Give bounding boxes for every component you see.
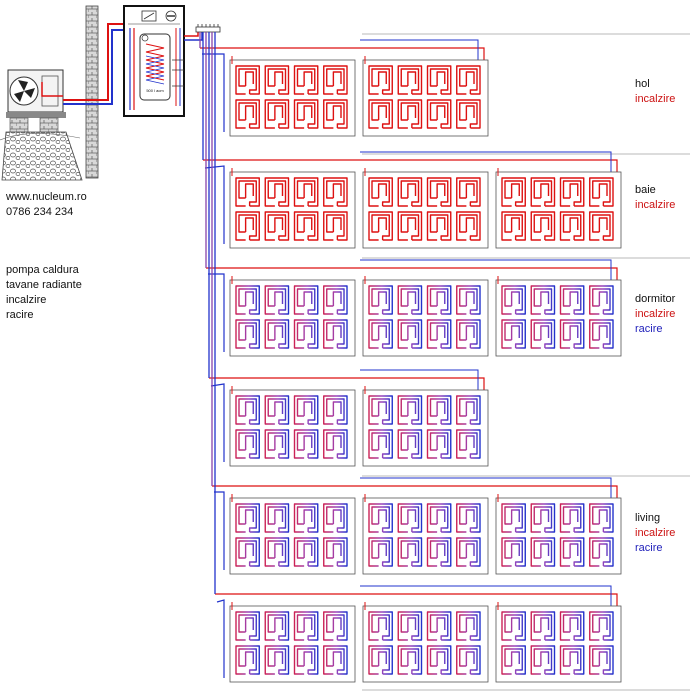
- zone-mode-dormitor-cooling: racire: [635, 323, 663, 335]
- zone-name-hol: hol: [635, 78, 650, 90]
- ceiling-panel: [362, 386, 489, 467]
- zone-mode-dormitor-heating: incalzire: [635, 308, 676, 320]
- ceiling-panel: [495, 494, 622, 575]
- website-text: www.nucleum.ro: [6, 191, 87, 203]
- return-pipe: [214, 491, 225, 570]
- zone-separators: [362, 33, 690, 691]
- return-pipe: [210, 383, 225, 462]
- radiant-ceiling-panels: [229, 56, 622, 683]
- supply-pipe: [212, 485, 618, 502]
- ceiling-panel: [495, 602, 622, 683]
- zone-name-dormitor: dormitor: [635, 293, 676, 305]
- zone-mode-living-cooling: racire: [635, 542, 663, 554]
- ceiling-panel: [362, 56, 489, 137]
- outdoor-heat-pump-unit: [0, 69, 83, 181]
- ceiling-panel: [229, 386, 356, 467]
- supply-pipe: [209, 377, 485, 394]
- description-line-cooling: racire: [6, 309, 34, 321]
- zone-name-baie: baie: [635, 184, 656, 196]
- zone-mode-living-heating: incalzire: [635, 527, 676, 539]
- description-line-heating: incalzire: [6, 294, 47, 306]
- return-header-pipe: [360, 477, 612, 502]
- ceiling-panel: [229, 56, 356, 137]
- fan-icon: [14, 80, 35, 102]
- supply-pipe: [200, 47, 485, 64]
- description-line-radiant-ceilings: tavane radiante: [6, 279, 82, 291]
- ceiling-panel: [229, 276, 356, 357]
- return-header-pipe: [360, 39, 479, 64]
- ceiling-panel: [229, 168, 356, 249]
- manifold: [184, 24, 221, 41]
- tank-label: 500 l acm: [146, 88, 164, 93]
- ceiling-panel: [229, 494, 356, 575]
- description-line-heat-pump: pompa caldura: [6, 264, 79, 276]
- return-header-pipe: [360, 585, 612, 610]
- supply-pipe: [203, 159, 618, 176]
- ceiling-panel: [229, 602, 356, 683]
- ceiling-panel: [362, 168, 489, 249]
- return-pipe: [216, 599, 225, 678]
- ceiling-panel: [362, 276, 489, 357]
- ceiling-panel: [495, 168, 622, 249]
- distribution-pipes: [199, 32, 618, 678]
- return-pipe: [204, 165, 225, 244]
- indoor-unit-with-tank: 500 l acm: [123, 5, 185, 117]
- return-header-pipe: [360, 151, 612, 176]
- ceiling-panel: [362, 602, 489, 683]
- ceiling-panel: [495, 276, 622, 357]
- supply-pipe: [206, 267, 618, 284]
- ceiling-panel: [362, 494, 489, 575]
- zone-mode-hol-heating: incalzire: [635, 93, 676, 105]
- return-header-pipe: [360, 259, 612, 284]
- return-pipe: [202, 53, 225, 132]
- return-header-pipe: [360, 369, 479, 394]
- outdoor-supply-pipes: [41, 23, 126, 105]
- house-wall: [85, 5, 99, 179]
- phone-text: 0786 234 234: [6, 206, 74, 218]
- zone-name-living: living: [635, 512, 661, 524]
- return-pipe: [208, 273, 225, 352]
- zone-mode-baie-heating: incalzire: [635, 199, 676, 211]
- supply-pipe: [215, 593, 618, 610]
